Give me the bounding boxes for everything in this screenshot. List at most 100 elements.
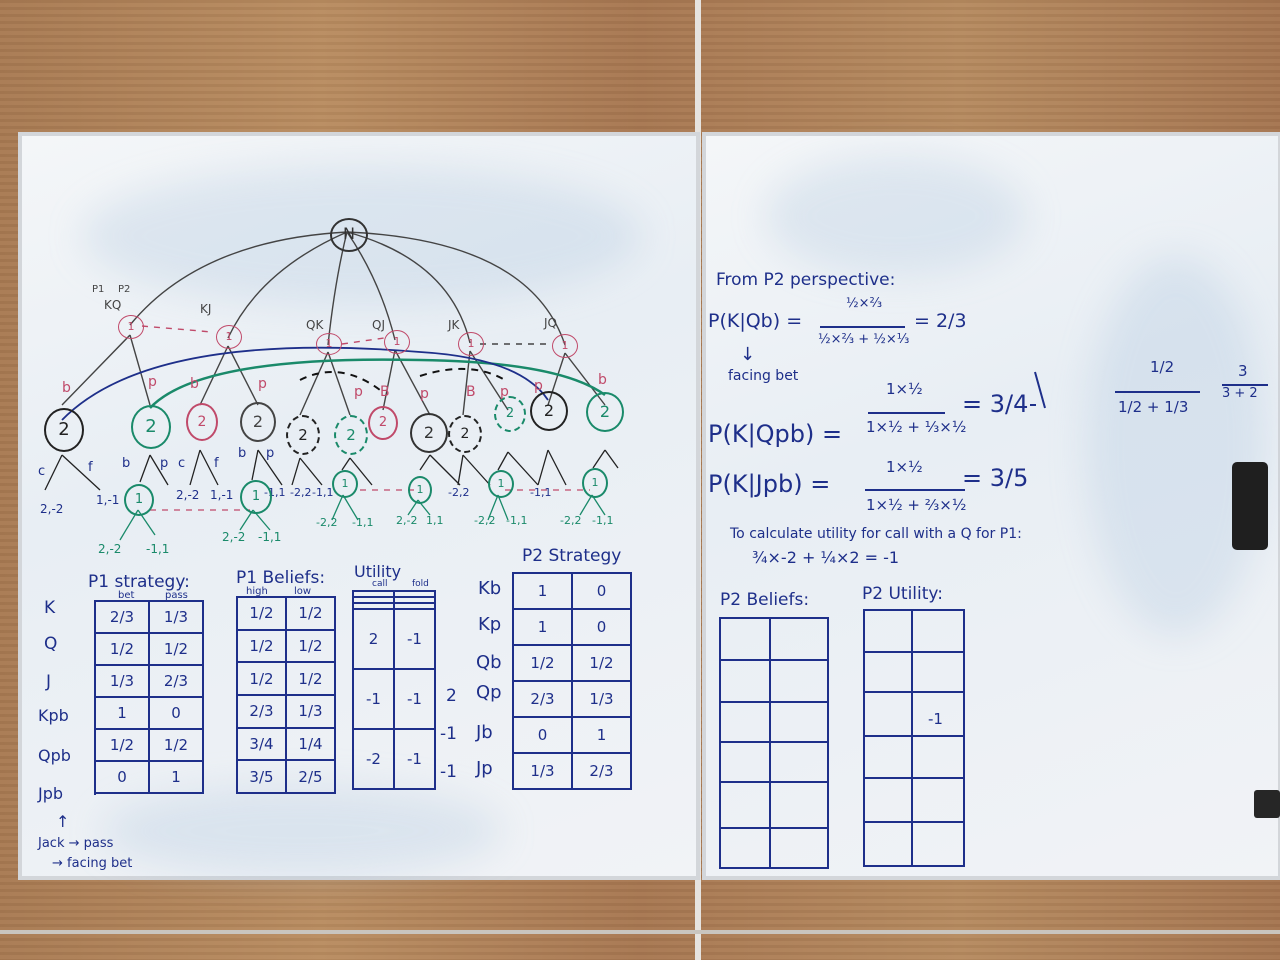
up-arrow-icon: ↑ bbox=[56, 812, 70, 831]
table-cell: 1 bbox=[512, 572, 573, 610]
table-cell: -1 bbox=[393, 668, 436, 730]
p2-node: 2 bbox=[410, 413, 448, 453]
payoff: 1,1 bbox=[426, 514, 444, 527]
table-cell: 0 bbox=[571, 608, 632, 646]
utility-side-value: -1 bbox=[440, 724, 457, 744]
p1-label: P1 bbox=[92, 284, 105, 295]
table-cell: 1 bbox=[94, 696, 150, 730]
table-cell: 1/2 bbox=[148, 728, 204, 762]
p1-node: 1 bbox=[124, 484, 154, 516]
equation-lhs: P(K|Qpb) = bbox=[708, 420, 843, 448]
wall-panel-gap bbox=[0, 930, 1280, 934]
p2-label: P2 bbox=[118, 284, 131, 295]
table-cell: 2/3 bbox=[512, 680, 573, 718]
payoff: -1,1 bbox=[530, 486, 552, 499]
action-label: p bbox=[354, 384, 363, 400]
row-label: Jp bbox=[476, 758, 493, 779]
p1-node: 1 bbox=[552, 334, 578, 358]
p2-utility-title: P2 Utility: bbox=[862, 584, 943, 604]
table-cell: 1/3 bbox=[285, 693, 336, 729]
marker-holder bbox=[1254, 790, 1280, 818]
action-label: p bbox=[258, 376, 267, 392]
equation-rhs: = 3/5 bbox=[962, 464, 1029, 492]
equation-denominator: 1×½ + ⅔×½ bbox=[866, 496, 967, 514]
column-header: fold bbox=[412, 579, 429, 589]
deal-label: QK bbox=[306, 318, 324, 332]
row-label: Jpb bbox=[38, 784, 64, 803]
equation-rhs: = 3/4 bbox=[962, 390, 1029, 418]
p2-strategy-title: P2 Strategy bbox=[522, 546, 622, 566]
whiteboard-right bbox=[702, 132, 1280, 880]
p1-node: 1 bbox=[240, 480, 272, 514]
column-header: low bbox=[294, 586, 312, 597]
p2-node: 2 bbox=[334, 415, 368, 455]
table-cell: 1/2 bbox=[285, 661, 336, 696]
p1-node: 1 bbox=[408, 476, 432, 504]
table-cell: 0 bbox=[512, 716, 573, 754]
table-cell: 1/2 bbox=[571, 644, 632, 682]
table-cell bbox=[352, 602, 395, 610]
action-label: B bbox=[466, 384, 476, 400]
table-cell: 2/3 bbox=[94, 600, 150, 634]
table-cell: 2/5 bbox=[285, 759, 336, 794]
payoff: -1,1 bbox=[592, 514, 614, 527]
table-cell: 2/3 bbox=[571, 752, 632, 790]
table-cell: 1/2 bbox=[236, 661, 287, 696]
action-label: p bbox=[266, 446, 275, 461]
table-cell: 2/3 bbox=[236, 693, 287, 729]
payoff: -2,2 bbox=[560, 514, 582, 527]
p2-node: 2 bbox=[530, 391, 568, 431]
side-fraction-num: 1/2 bbox=[1150, 358, 1175, 376]
smudge bbox=[766, 156, 1026, 276]
table-cell bbox=[393, 590, 436, 598]
payoff: -1,1 bbox=[146, 542, 170, 556]
table-cell: 0 bbox=[148, 696, 204, 730]
p1-node: 1 bbox=[458, 332, 484, 356]
table-cell: 1/2 bbox=[512, 644, 573, 682]
payoff: -1,1 bbox=[506, 514, 528, 527]
table-cell: 2/3 bbox=[148, 664, 204, 698]
p1-node: 1 bbox=[582, 468, 608, 498]
table-cell: 1/2 bbox=[236, 628, 287, 664]
utility-table: 2-1 -1-1 -2-1 bbox=[352, 590, 436, 790]
action-label: b bbox=[238, 446, 247, 461]
payoff: 1,-1 bbox=[210, 488, 234, 502]
deal-label: JQ bbox=[544, 316, 557, 330]
p1-node: 1 bbox=[488, 470, 514, 498]
utility-side-value: 2 bbox=[446, 686, 457, 706]
row-label: Qpb bbox=[38, 746, 71, 765]
table-cell: -2 bbox=[352, 728, 395, 790]
p2-node: 2 bbox=[586, 392, 624, 432]
table-cell: 3/4 bbox=[236, 726, 287, 762]
payoff: -1,1 bbox=[312, 486, 334, 499]
p1-node: 1 bbox=[118, 315, 144, 339]
table-cell: 1/2 bbox=[148, 632, 204, 666]
table-cell: 0 bbox=[94, 760, 150, 794]
deal-label: QJ bbox=[372, 318, 385, 332]
utility-title: Utility bbox=[354, 562, 402, 581]
payoff: 1,-1 bbox=[96, 493, 120, 507]
action-label: b bbox=[190, 376, 199, 392]
column-header: pass bbox=[165, 590, 188, 601]
payoff: -2,2 bbox=[290, 486, 312, 499]
table-cell: 1/4 bbox=[285, 726, 336, 762]
action-label: b bbox=[62, 380, 71, 396]
down-arrow-icon: ↓ bbox=[740, 344, 756, 365]
deal-label: KJ bbox=[200, 302, 212, 316]
row-label: Kb bbox=[478, 578, 502, 599]
payoff: -1,1 bbox=[258, 530, 282, 544]
payoff: 2,-2 bbox=[222, 530, 246, 544]
column-header: call bbox=[372, 579, 388, 589]
row-label: Jb bbox=[476, 722, 493, 743]
action-label: f bbox=[88, 460, 93, 475]
table-cell bbox=[393, 596, 436, 604]
payoff: -2,2 bbox=[316, 516, 338, 529]
action-label: c bbox=[178, 456, 186, 471]
action-label: f bbox=[214, 456, 219, 471]
p2-node: 2 bbox=[368, 406, 398, 440]
smudge bbox=[102, 786, 502, 876]
side-fraction-den: 3 + 2 bbox=[1222, 386, 1258, 401]
action-label: c bbox=[38, 464, 46, 479]
